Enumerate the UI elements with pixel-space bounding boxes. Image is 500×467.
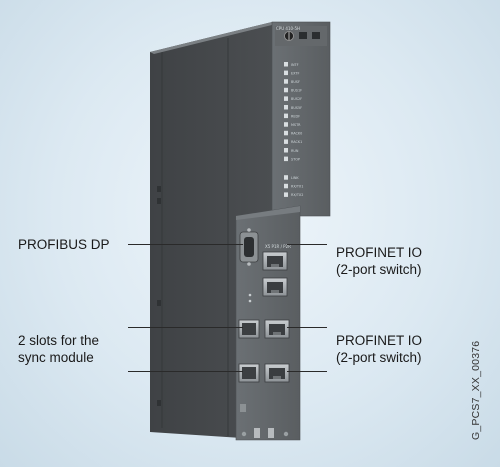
status-led xyxy=(284,130,288,136)
status-led-label: EXTF xyxy=(291,71,299,75)
status-led-column: INTF EXTF BUSF BUS1F BUS2F BUS5F REDF MSTR RACK0… xyxy=(284,62,303,197)
profinet-bottom-port-1 xyxy=(264,319,290,339)
profinet-top-port-1 xyxy=(262,251,288,271)
status-led xyxy=(284,87,288,93)
module-top-face xyxy=(150,22,276,54)
status-led xyxy=(284,122,288,127)
sync-bottom-leader-line xyxy=(128,371,243,372)
status-led xyxy=(284,105,288,110)
status-led-label: RACK0 xyxy=(291,132,302,136)
status-led xyxy=(284,96,288,101)
profinet-bottom-top-leader-line xyxy=(287,327,327,328)
profibus-dp-label: PROFIBUS DP xyxy=(18,237,110,252)
status-led xyxy=(284,113,288,119)
status-led-label: RX/TX1 xyxy=(291,185,303,189)
status-led-label: BUS1F xyxy=(291,89,302,93)
status-led-label: REDF xyxy=(291,114,300,118)
sync-module-slot-2 xyxy=(238,363,260,383)
status-led xyxy=(284,175,288,180)
status-led xyxy=(284,62,288,67)
profibus-leader-line xyxy=(128,244,243,245)
sync-module-label-line2: sync module xyxy=(18,350,94,365)
profinet-bottom-label: PROFINET IO (2-port switch) xyxy=(336,332,422,366)
sync-top-leader-line xyxy=(128,327,243,328)
profinet-bottom-label-line1: PROFINET IO xyxy=(336,333,423,348)
status-led xyxy=(284,139,288,144)
profinet-bottom-port-2 xyxy=(264,363,290,383)
status-led-label: INTF xyxy=(291,63,299,67)
profinet-bottom-label-line2: (2-port switch) xyxy=(336,350,422,365)
profinet-bottom-bottom-leader-line xyxy=(287,371,327,372)
status-led xyxy=(284,156,288,162)
upper-front-panel xyxy=(271,21,331,217)
status-led xyxy=(284,79,288,84)
status-led xyxy=(284,192,288,197)
sync-module-label-line1: 2 slots for the xyxy=(18,333,100,348)
sync-module-slot-1 xyxy=(238,319,260,339)
status-led-label: RX/TX2 xyxy=(291,193,303,197)
x5-port-label: X5 P1R / P2R xyxy=(265,244,291,249)
status-led-label: BUS5F xyxy=(291,106,302,110)
profibus-dp-connector xyxy=(239,228,259,266)
status-led-label: BUSF xyxy=(291,80,300,84)
status-led xyxy=(284,148,288,153)
profinet-top-leader-line xyxy=(287,244,327,245)
status-led-label: STOP xyxy=(291,157,300,161)
sync-module-label: 2 slots for the sync module xyxy=(18,332,99,366)
status-led-label: BUS2F xyxy=(291,97,302,101)
status-led xyxy=(284,183,288,189)
status-led-label: LINK xyxy=(291,176,299,180)
status-led-label: RUN xyxy=(291,149,299,153)
status-led xyxy=(284,70,288,76)
image-reference-code: G_PCS7_XX_00376 xyxy=(470,340,482,440)
profinet-top-port-2 xyxy=(262,277,288,297)
profinet-top-label-line2: (2-port switch) xyxy=(336,262,422,277)
panel-model-label: CPU 410-5H xyxy=(276,26,300,31)
status-led-label: MSTR xyxy=(291,123,301,127)
profinet-top-label: PROFINET IO (2-port switch) xyxy=(336,244,422,278)
profinet-top-label-line1: PROFINET IO xyxy=(336,245,423,260)
status-led-label: RACK1 xyxy=(291,140,302,144)
